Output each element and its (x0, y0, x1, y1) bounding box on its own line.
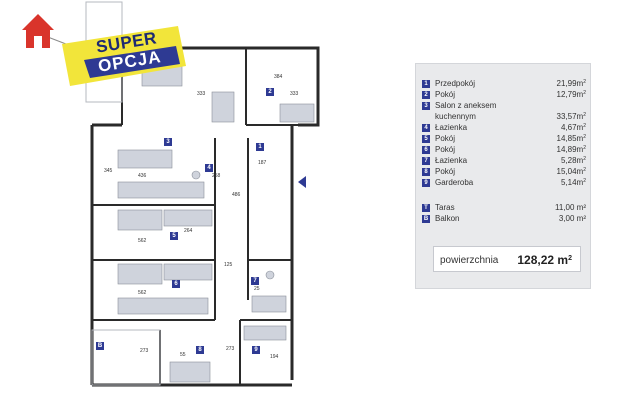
dim-15: 194 (270, 354, 279, 360)
legend-area: 5,28m2 (560, 156, 586, 165)
legend-label: Pokój (435, 167, 456, 176)
legend-row: 5 Pokój 14,85m2 (422, 134, 586, 145)
bed-room2 (279, 103, 315, 123)
desk-room5 (163, 209, 213, 227)
total-area-value: 128,22 m2 (517, 253, 572, 267)
legend-num: 9 (422, 179, 430, 187)
legend-area: 4,67m2 (560, 123, 586, 132)
legend-label: Salon z aneksem (435, 101, 497, 110)
room-marker-7: 7 (251, 277, 259, 285)
legend-row: 1 Przedpokój 21,99m2 (422, 79, 586, 90)
legend-area: 11,00 m² (555, 203, 586, 212)
legend-num: T (422, 204, 430, 212)
dim-2: 333 (197, 91, 206, 97)
legend-num: 5 (422, 135, 430, 143)
legend-area: 15,04m2 (556, 167, 586, 176)
room-marker-b: B (96, 342, 104, 350)
legend-area: 5,14m2 (560, 178, 586, 187)
room-marker-2: 2 (266, 88, 274, 96)
legend-area: 12,79m2 (556, 90, 586, 99)
dim-11: 562 (138, 290, 147, 296)
room-marker-4: 4 (205, 164, 213, 172)
legend-num: 8 (422, 168, 430, 176)
bathtub (251, 295, 287, 313)
legend-label: Balkon (435, 214, 460, 223)
legend-row: 3 Salon z aneksem (422, 101, 586, 112)
entrance-arrow (298, 176, 306, 188)
house-door (34, 36, 42, 48)
dim-8: 486 (232, 192, 241, 198)
dim-6: 187 (258, 160, 267, 166)
legend-row: 9 Garderoba 5,14m2 (422, 178, 586, 189)
dimension-labels: 384 333 333 436 345 187 258 486 562 264 … (104, 74, 299, 360)
dining-table (117, 149, 173, 169)
dim-17: 25 (254, 286, 260, 292)
legend-num: 7 (422, 157, 430, 165)
room-marker-3: 3 (164, 138, 172, 146)
kitchen-counter (117, 181, 205, 199)
sofa (211, 91, 235, 123)
legend-label: Przedpokój (435, 79, 476, 88)
legend-num: B (422, 215, 430, 223)
legend-row-outdoor: B Balkon 3,00 m² (422, 214, 586, 225)
room-marker-8: 8 (196, 346, 204, 354)
room-marker-5: 5 (170, 232, 178, 240)
legend-label: Pokój (435, 134, 456, 143)
dim-16: 55 (180, 352, 186, 358)
legend-label: Pokój (435, 145, 456, 154)
dim-3: 333 (290, 91, 299, 97)
dim-5: 345 (104, 168, 113, 174)
total-area-box: powierzchnia 128,22 m2 (433, 246, 581, 272)
desk-room6 (163, 263, 213, 281)
room-marker-6: 6 (172, 280, 180, 288)
legend-label: Taras (435, 203, 455, 212)
legend-label: Łazienka (435, 156, 468, 165)
bed-room8 (169, 361, 211, 383)
dim-12: 125 (224, 262, 233, 268)
legend-num: 6 (422, 146, 430, 154)
legend-row-outdoor: T Taras 11,00 m² (422, 203, 586, 214)
dim-14: 273 (226, 346, 235, 352)
dim-9: 562 (138, 238, 147, 244)
super-opcja-logo: SUPER OPCJA (0, 0, 200, 100)
legend-row: 2 Pokój 12,79m2 (422, 90, 586, 101)
bed-room6 (117, 263, 163, 285)
legend-row: 8 Pokój 15,04m2 (422, 167, 586, 178)
sink-bath4 (191, 170, 201, 180)
legend-num: 4 (422, 124, 430, 132)
legend-num: 1 (422, 80, 430, 88)
dim-1: 384 (274, 74, 283, 80)
legend-row: 6 Pokój 14,89m2 (422, 145, 586, 156)
legend-row: 4 Łazienka 4,67m2 (422, 123, 586, 134)
legend-row: kuchennym 33,57m2 (422, 112, 586, 123)
wardrobe-room9 (243, 325, 287, 341)
room-marker-9: 9 (252, 346, 260, 354)
legend-area: 3,00 m² (558, 214, 586, 223)
dim-13: 273 (140, 348, 149, 354)
legend-num: 3 (422, 102, 430, 110)
toilet-bath7 (265, 270, 275, 280)
dim-7: 258 (212, 173, 221, 179)
bed-room5 (117, 209, 163, 231)
legend-label: Pokój (435, 90, 456, 99)
logo-graphic (22, 14, 186, 86)
furniture (117, 65, 315, 383)
legend-area: 14,89m2 (556, 145, 586, 154)
total-area-label: powierzchnia (440, 255, 499, 266)
room-marker-1: 1 (256, 143, 264, 151)
legend-label: Garderoba (435, 178, 474, 187)
legend-area: 14,85m2 (556, 134, 586, 143)
dim-4: 436 (138, 173, 147, 179)
legend-area: 21,99m2 (556, 79, 586, 88)
house-icon (22, 14, 54, 48)
legend-area: 33,57m2 (556, 112, 586, 121)
wardrobe-room6 (117, 297, 209, 315)
legend-label: Łazienka (435, 123, 468, 132)
legend-label-cont: kuchennym (435, 112, 476, 121)
legend-row: 7 Łazienka 5,28m2 (422, 156, 586, 167)
legend-num: 2 (422, 91, 430, 99)
terrace-area (91, 329, 161, 386)
logo-banner-lower (84, 46, 180, 78)
dim-10: 264 (184, 228, 193, 234)
